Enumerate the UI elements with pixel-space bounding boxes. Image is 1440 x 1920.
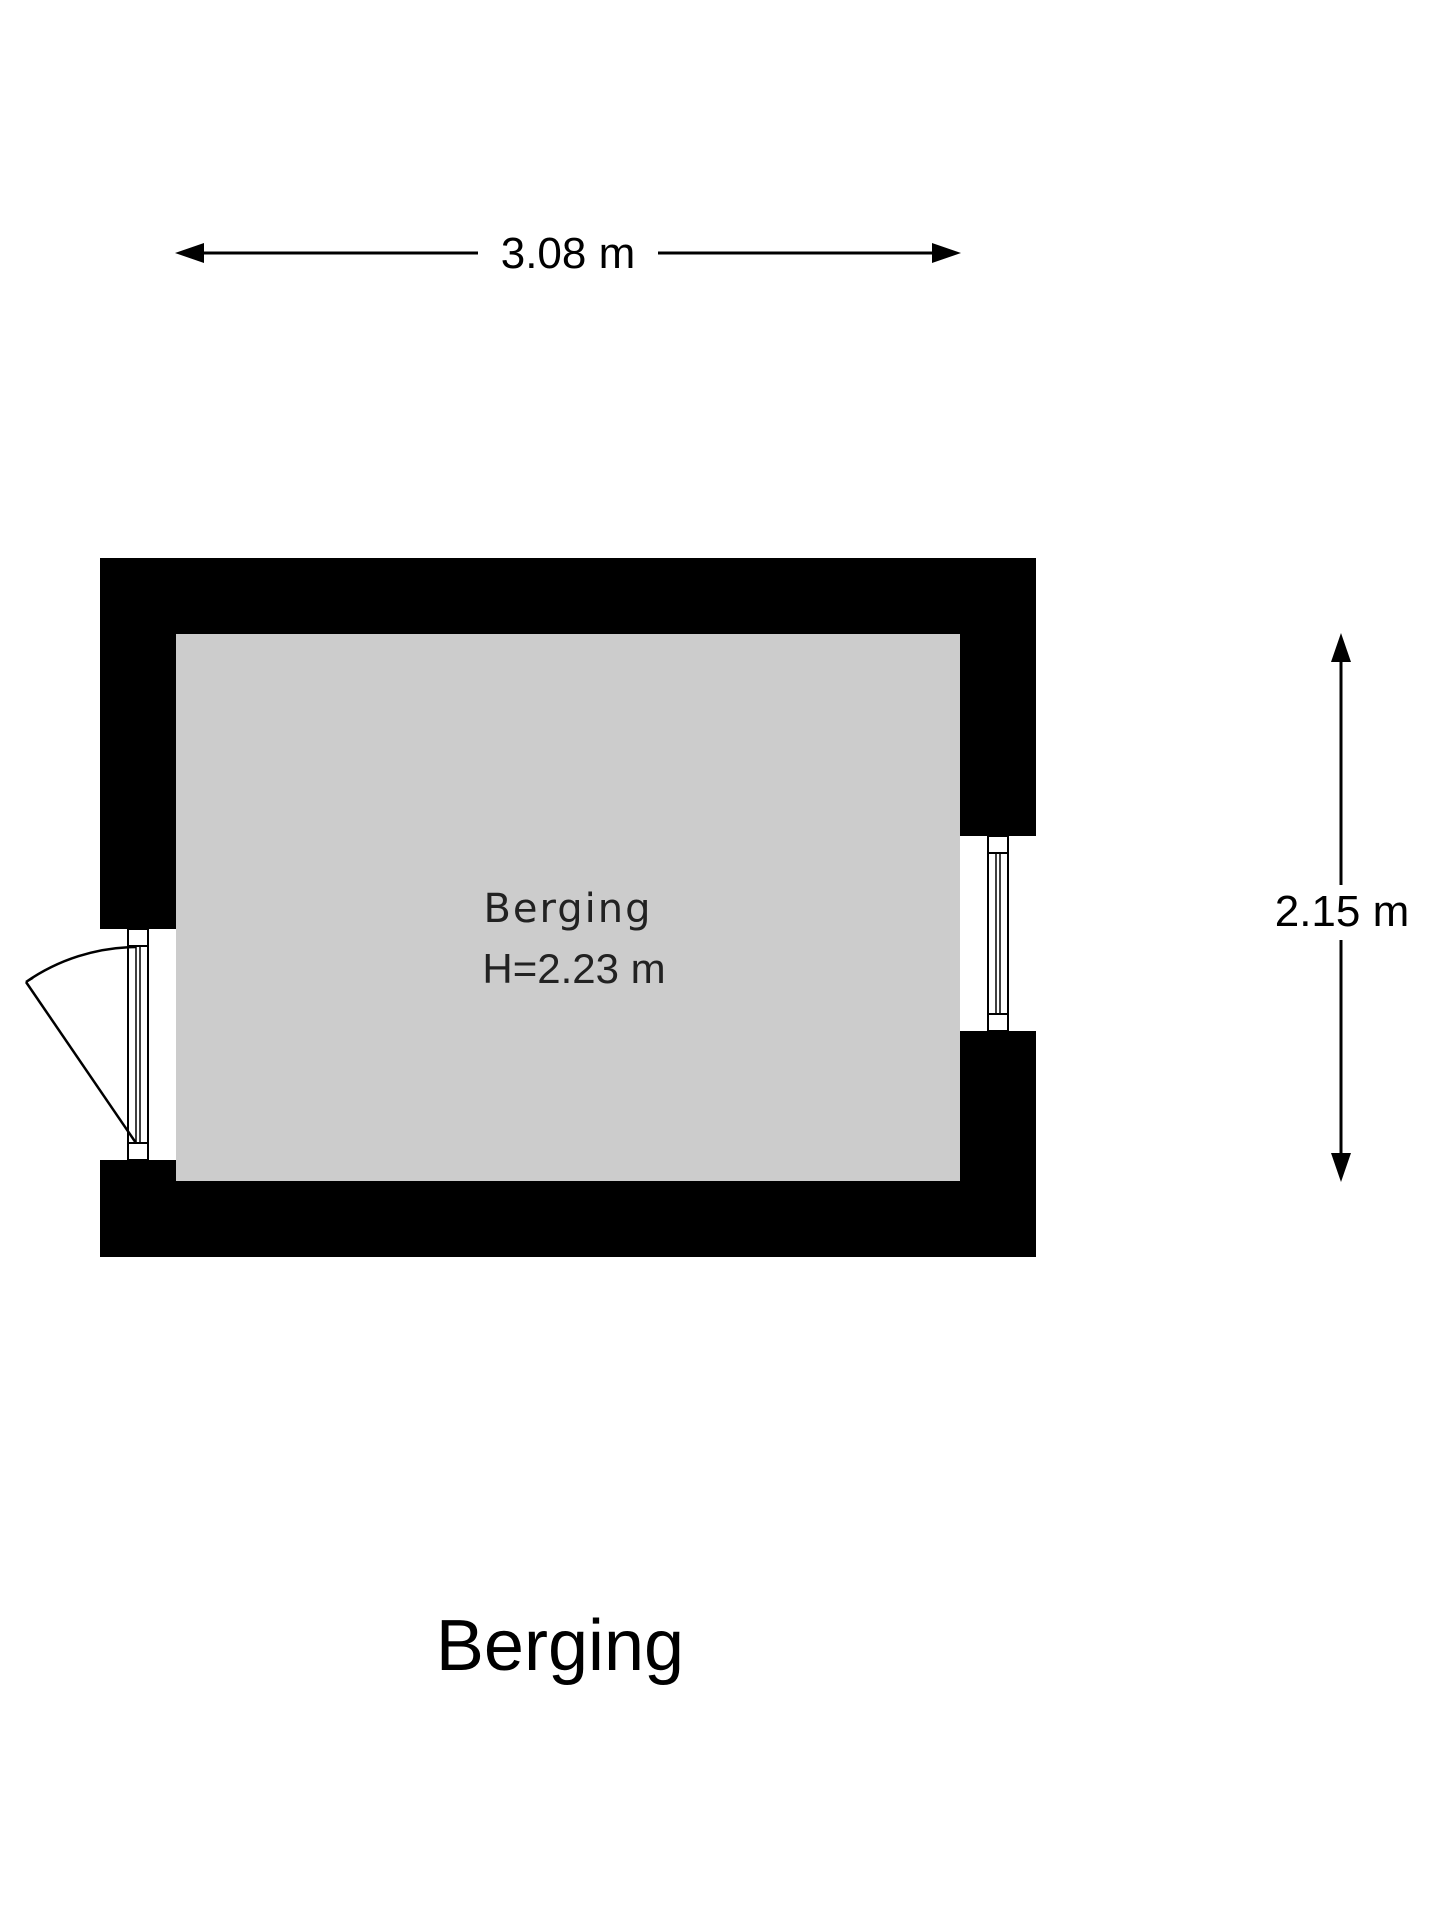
door-leaf bbox=[24, 981, 138, 1144]
wall-left-upper bbox=[100, 634, 176, 929]
width-label: 3.08 m bbox=[501, 229, 636, 278]
wall-top bbox=[100, 558, 1036, 634]
door-left bbox=[24, 928, 149, 1161]
arrow-left-icon bbox=[175, 243, 204, 263]
window-frame bbox=[987, 835, 1009, 1032]
room-name: Berging bbox=[483, 886, 652, 932]
arrow-up-icon bbox=[1331, 633, 1351, 662]
walls bbox=[100, 558, 1036, 1257]
wall-right-upper bbox=[960, 634, 1036, 836]
wall-bottom bbox=[100, 1181, 1036, 1257]
door-swing-arc bbox=[25, 945, 137, 984]
room-floor bbox=[176, 634, 960, 1181]
window-right bbox=[987, 835, 1009, 1032]
room-height: H=2.23 m bbox=[482, 945, 665, 992]
floor-title: Berging bbox=[436, 1606, 684, 1686]
arrow-right-icon bbox=[932, 243, 961, 263]
door-frame bbox=[127, 928, 149, 1161]
wall-right-lower bbox=[960, 1031, 1036, 1181]
wall-left-lower bbox=[100, 1160, 176, 1181]
depth-label: 2.15 m bbox=[1275, 887, 1410, 936]
depth-dimension: 2.15 m bbox=[1275, 633, 1410, 1182]
width-dimension: 3.08 m bbox=[175, 229, 961, 278]
arrow-down-icon bbox=[1331, 1153, 1351, 1182]
